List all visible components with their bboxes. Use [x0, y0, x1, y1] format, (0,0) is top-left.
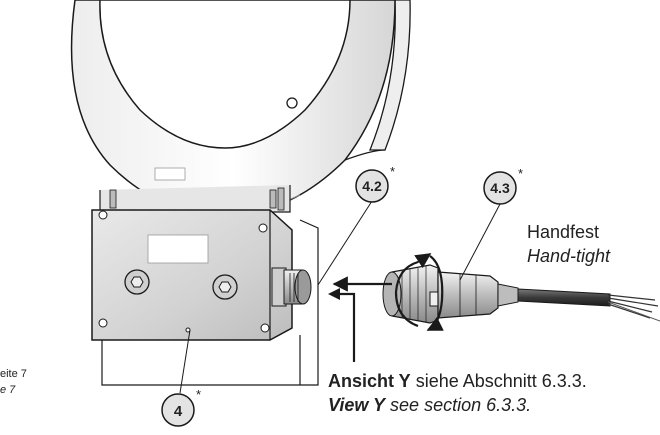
footnote-line-2: e 7 — [0, 384, 16, 396]
view-y-de-rest: siehe Abschnitt 6.3.3. — [411, 371, 587, 391]
instruction-de: Handfest — [527, 222, 599, 242]
view-y-de: Ansicht Y siehe Abschnitt 6.3.3. — [328, 371, 587, 391]
view-y-arrow — [328, 288, 356, 362]
callout-4-2: 4.2 * — [317, 164, 395, 286]
view-y-de-bold: Ansicht Y — [328, 371, 411, 391]
view-y-en: View Y see section 6.3.3. — [328, 395, 531, 415]
wall-plate — [101, 219, 319, 386]
view-y-en-bold: View Y — [328, 395, 387, 415]
cable — [517, 288, 660, 322]
callout-4-star: * — [196, 387, 201, 402]
callout-4-2-label: 4.2 — [362, 178, 382, 194]
callout-4-3: 4.3 * — [459, 166, 523, 281]
callout-4: 4 * — [161, 329, 201, 427]
rotation-arrow — [394, 253, 444, 331]
socket-connector — [271, 267, 312, 307]
instruction-en: Hand-tight — [527, 246, 611, 266]
mounting-bracket — [99, 185, 291, 213]
callout-4-3-label: 4.3 — [490, 180, 510, 196]
callout-4-label: 4 — [174, 403, 183, 420]
view-y-en-rest: see section 6.3.3. — [385, 395, 531, 415]
electronics-housing — [91, 209, 293, 341]
callout-4-3-star: * — [518, 166, 523, 181]
ring-sensor — [70, 0, 411, 216]
callout-4-2-star: * — [390, 164, 395, 179]
footnote-line-1: eite 7 — [0, 368, 27, 380]
